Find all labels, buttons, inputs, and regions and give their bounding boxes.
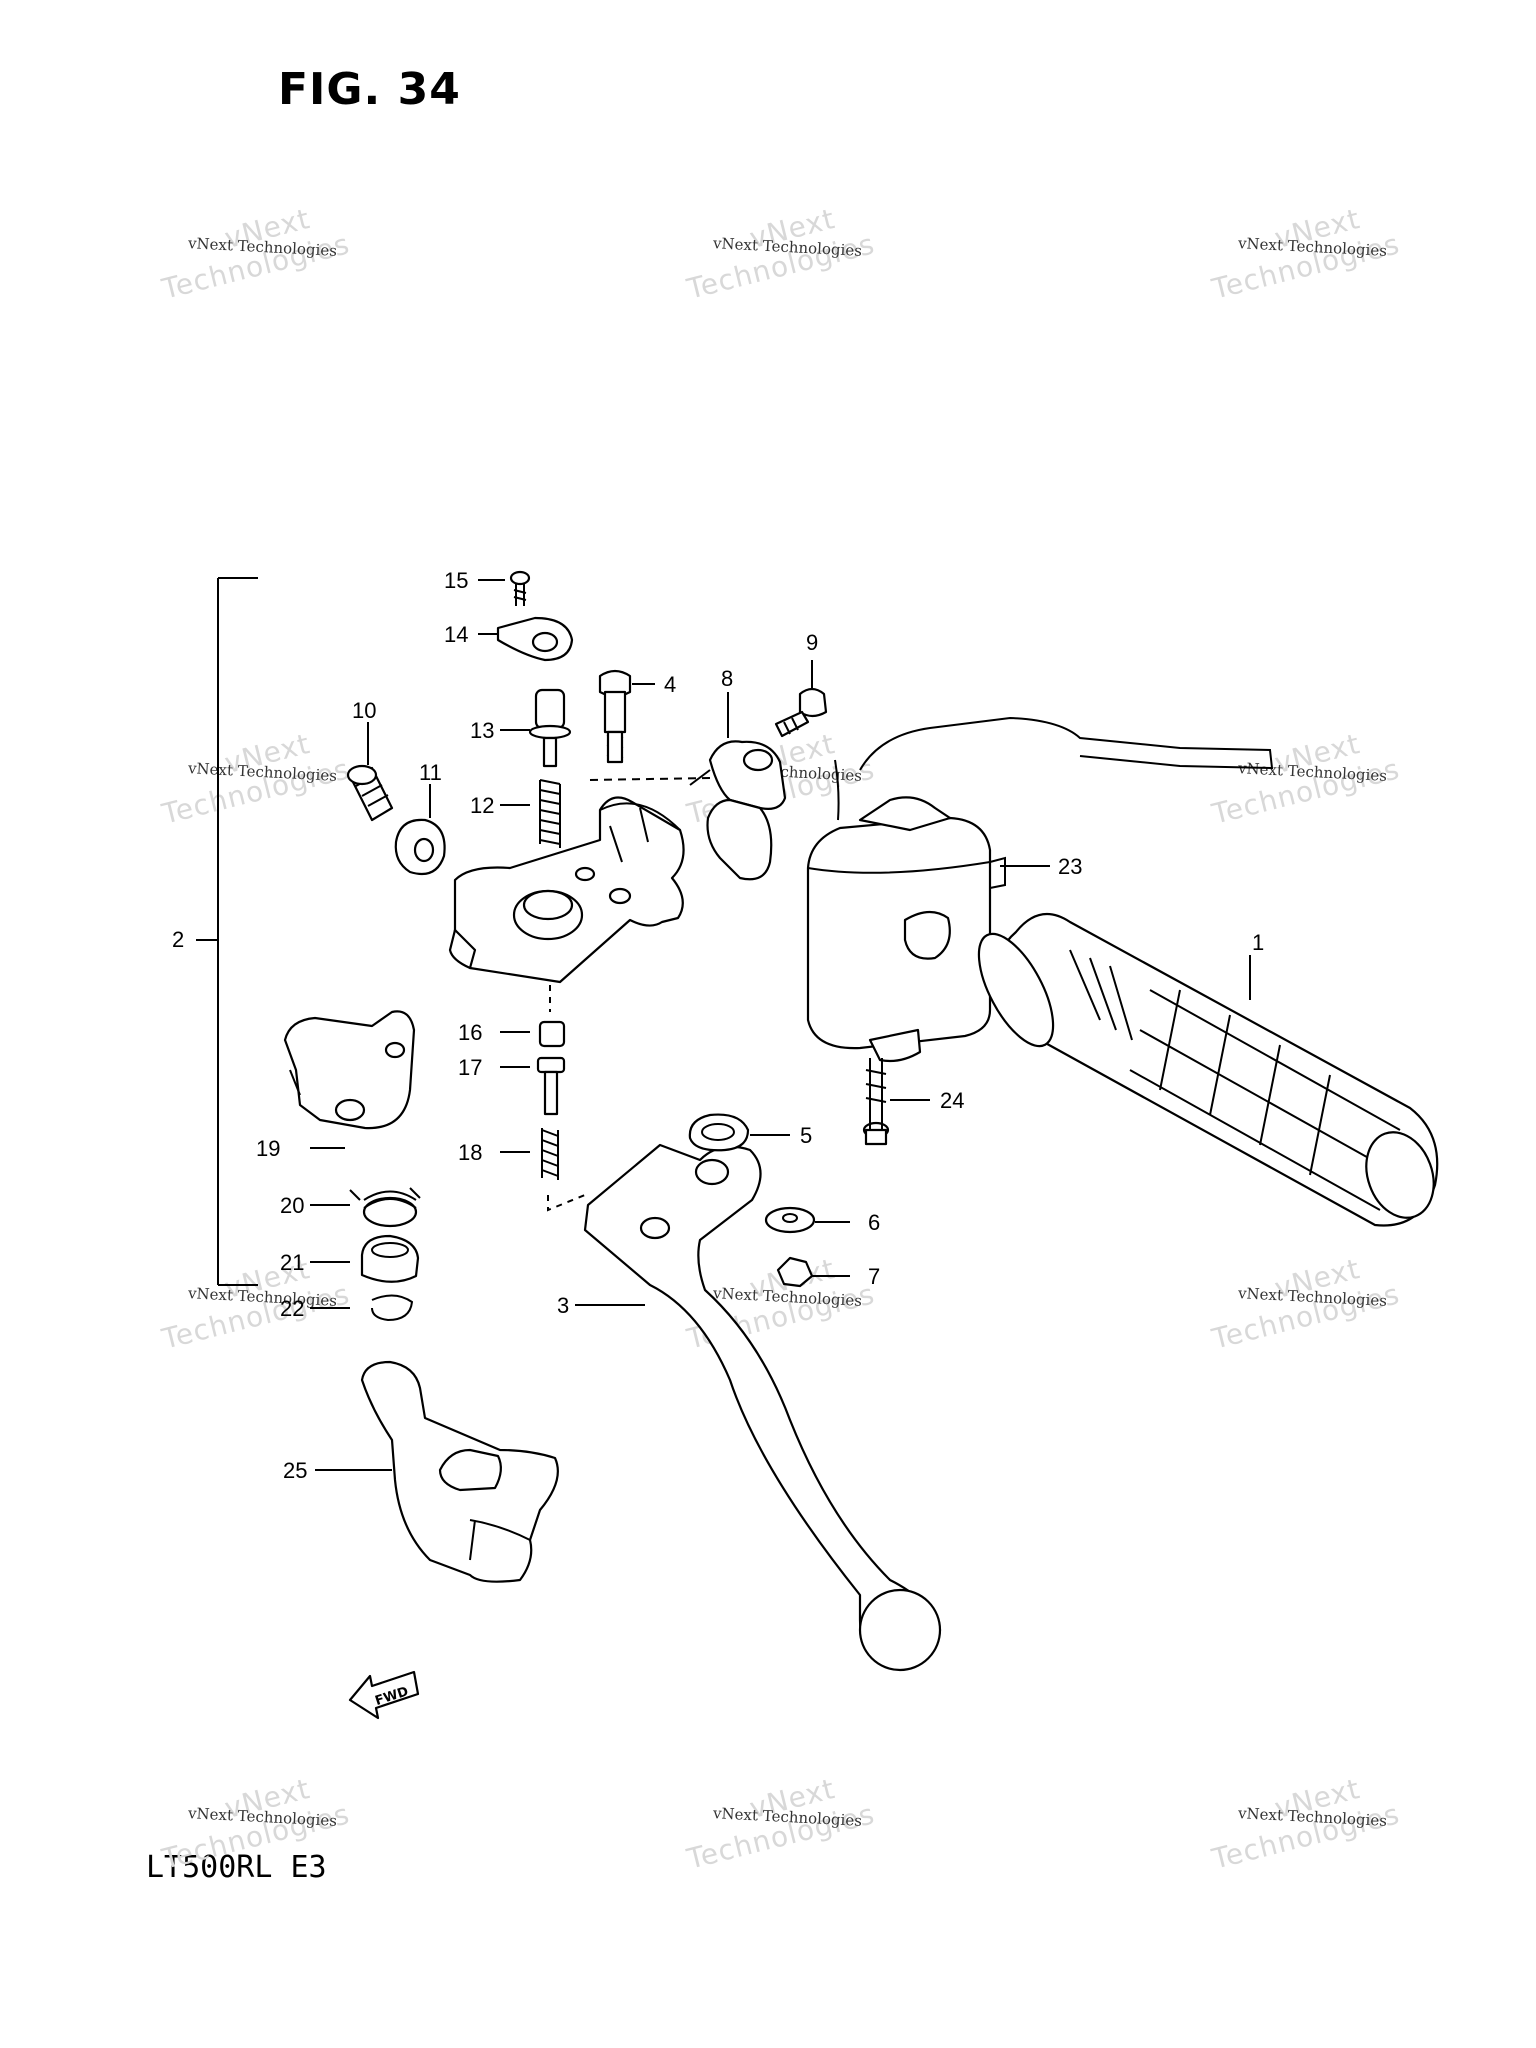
part-10-adjuster — [346, 722, 394, 822]
part-1-grip — [977, 912, 1439, 1227]
part-7-nut — [776, 1256, 850, 1288]
part-8-clamp — [689, 692, 787, 881]
part-9-bolt — [774, 660, 828, 738]
callout-25: 25 — [283, 1458, 307, 1483]
callout-20: 20 — [280, 1193, 304, 1218]
part-12-spring — [500, 779, 561, 848]
callout-19: 19 — [256, 1136, 280, 1161]
part-21-bushing — [310, 1234, 420, 1283]
lever-holder — [448, 796, 685, 984]
part-6-washer — [764, 1206, 850, 1234]
callout-1: 1 — [1252, 930, 1264, 955]
callout-2: 2 — [172, 927, 184, 952]
part-18-spring — [500, 1128, 559, 1180]
assembly-bracket — [196, 577, 258, 1286]
part-5-ring — [688, 1113, 790, 1152]
figure-title: FIG. 34 — [278, 64, 461, 115]
part-15-screw — [478, 570, 531, 606]
part-17-pin — [500, 1056, 566, 1116]
callout-12: 12 — [470, 793, 494, 818]
callout-16: 16 — [458, 1020, 482, 1045]
part-16-cap — [500, 1020, 566, 1048]
model-code: LT500RL E3 — [146, 1850, 327, 1885]
callout-10: 10 — [352, 698, 376, 723]
part-22-circlip — [310, 1294, 414, 1322]
part-25-boot — [315, 1360, 559, 1583]
callout-3: 3 — [557, 1293, 569, 1318]
callout-labels: 1 2 3 4 5 6 7 8 9 10 11 12 13 14 15 16 1… — [172, 568, 1264, 1483]
callout-6: 6 — [868, 1210, 880, 1235]
part-14-plate — [478, 616, 574, 662]
callout-8: 8 — [721, 666, 733, 691]
part-19-lock-plate — [283, 1010, 416, 1149]
part-4-pivot-bolt — [598, 669, 655, 764]
callout-15: 15 — [444, 568, 468, 593]
callout-9: 9 — [806, 630, 818, 655]
part-11-nut — [394, 784, 446, 876]
part-13-pin — [500, 688, 572, 768]
part-24-screw — [862, 1058, 930, 1146]
callout-4: 4 — [664, 672, 676, 697]
callout-21: 21 — [280, 1250, 304, 1275]
callout-23: 23 — [1058, 854, 1082, 879]
callout-18: 18 — [458, 1140, 482, 1165]
fwd-arrow: FWD — [348, 1670, 420, 1720]
callout-24: 24 — [940, 1088, 964, 1113]
callout-22: 22 — [280, 1296, 304, 1321]
part-20-spring — [310, 1187, 421, 1228]
callout-14: 14 — [444, 622, 468, 647]
callout-7: 7 — [868, 1264, 880, 1289]
part-3-lever — [575, 1143, 942, 1672]
callout-13: 13 — [470, 718, 494, 743]
callout-5: 5 — [800, 1123, 812, 1148]
part-23-switch-housing — [806, 716, 1274, 1063]
callout-17: 17 — [458, 1055, 482, 1080]
callout-11: 11 — [419, 760, 442, 785]
